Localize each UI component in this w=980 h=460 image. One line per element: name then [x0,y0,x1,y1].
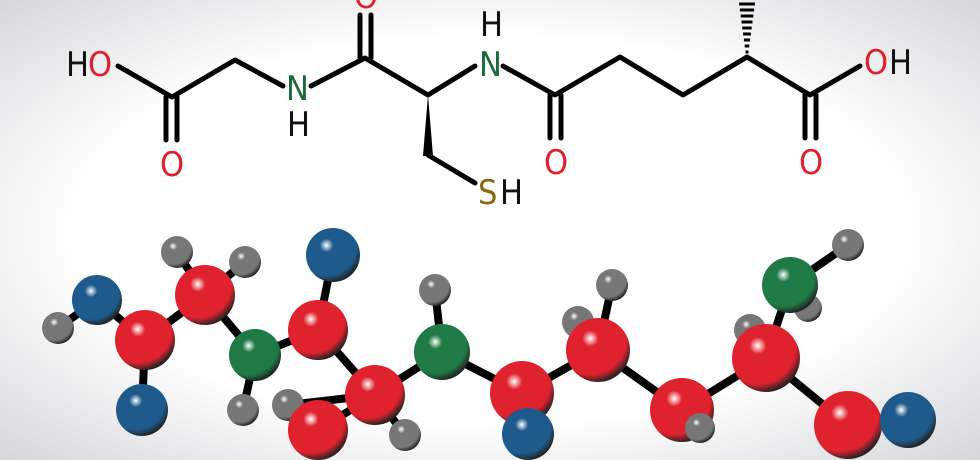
bond-ch2-s [425,152,478,186]
label-s: S [478,173,497,213]
carbon-atom [175,265,235,325]
label-n: N [479,45,502,85]
hydrogen-atom [161,236,193,268]
hydrogen-atom [596,269,628,301]
label-o: O [88,45,112,85]
label-o: O [160,145,184,185]
oxygen-atom [72,275,122,325]
hydrogen-atom [227,394,259,426]
carbon-atom [115,310,175,370]
label-o: O [864,43,888,83]
label-h: H [66,45,89,85]
hydrogen-atom [419,274,451,306]
carbon-atom [345,365,405,425]
carbon-atom [288,300,348,360]
label-h: H [287,105,310,145]
bond-chain [308,55,478,98]
label-n: N [286,69,309,109]
hydrogen-atom [42,312,74,344]
label-o: O [544,143,568,183]
carbon-atom [288,400,348,460]
nitrogen-atom [762,257,818,313]
carbon-atom [566,318,630,382]
hydrogen-atom [832,229,864,261]
bond-chain [500,54,863,98]
hydrogen-atom [389,419,421,451]
label-o: O [354,0,378,17]
nitrogen-atom [414,324,470,380]
hydrogen-atom [229,246,261,278]
label-h: H [889,43,912,83]
hashed-bond [739,2,755,54]
label-h: H [480,5,503,45]
oxygen-atom [306,228,360,282]
carbon-atom [490,361,554,425]
oxygen-atom [116,384,168,436]
oxygen-atom [880,392,936,448]
wedge-bond [423,95,433,156]
hydrogen-atom [685,413,715,443]
label-o: O [799,143,823,183]
skeletal-formula [115,12,863,186]
ball-and-stick-model [42,228,936,460]
nitrogen-atom [229,329,281,381]
label-h: H [500,173,523,213]
carbon-atom [732,324,800,392]
carbon-atom [814,391,882,459]
bond-chain [115,57,286,100]
oxygen-atom [502,408,554,460]
